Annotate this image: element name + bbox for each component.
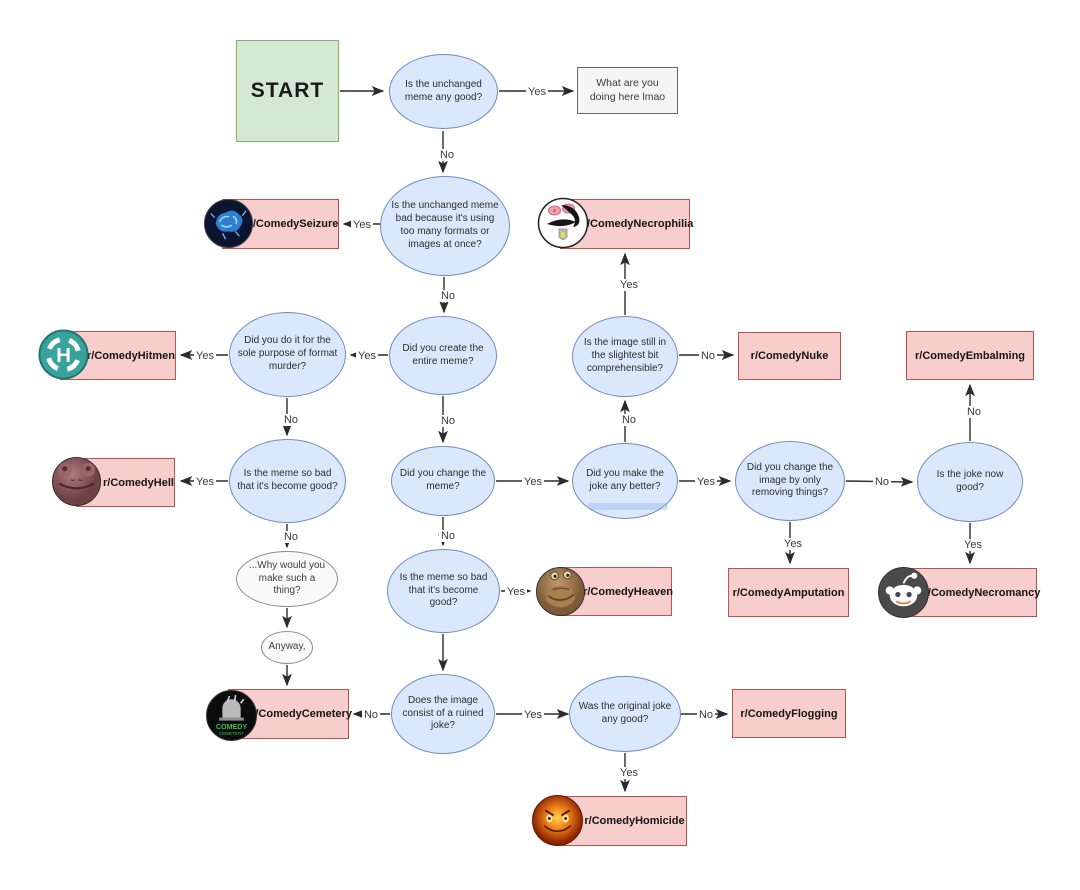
edge-label-no: No — [281, 531, 301, 543]
start-node: START — [236, 40, 339, 142]
decision-label: Is the unchanged meme bad because it's u… — [391, 200, 499, 250]
edge-label-no: No — [872, 476, 892, 488]
jar-jar-face-icon — [535, 566, 586, 617]
note-anyway: Anyway, — [261, 631, 313, 664]
svg-text:COMEDY: COMEDY — [216, 723, 248, 731]
decision-joke-now-good: Is the joke now good? — [917, 442, 1023, 522]
reddit-snoo-icon — [878, 567, 929, 618]
subreddit-label: r/ComedyNecromancy — [923, 586, 1041, 599]
edge-label-no: No — [438, 415, 458, 427]
decision-meme-so-bad-good-2: Is the meme so bad that it's become good… — [387, 549, 500, 633]
edge-label-yes: Yes — [505, 586, 527, 598]
edge-label-yes: Yes — [356, 350, 378, 362]
edge-label-yes: Yes — [695, 476, 717, 488]
decision-removing-things: Did you change the image by only removin… — [735, 441, 845, 521]
edge-label-yes: Yes — [351, 219, 373, 231]
edge-label-yes: Yes — [194, 350, 216, 362]
subreddit-label: r/ComedySeizure — [248, 218, 339, 230]
hitman-logo-icon: H — [38, 329, 89, 380]
edge-label-no: No — [281, 414, 301, 426]
decision-label: Did you do it for the sole purpose of fo… — [237, 335, 338, 372]
edge-label-no: No — [698, 350, 718, 362]
decision-label: Is the unchanged meme any good? — [404, 78, 483, 103]
subreddit-label: r/ComedyCemetery — [251, 708, 352, 720]
decision-label: Was the original joke any good? — [578, 701, 672, 725]
decision-format-murder-purpose: Did you do it for the sole purpose of fo… — [229, 312, 346, 397]
decision-label: Did you create the entire meme? — [402, 342, 484, 367]
edge-label-no: No — [964, 406, 984, 418]
edge-label-yes: Yes — [522, 476, 544, 488]
note-label: ...Why would you make such a thing? — [248, 559, 326, 597]
decision-change-meme: Did you change the meme? — [391, 446, 495, 516]
end-what-are-you-doing-here: What are you doing here lmao — [577, 67, 678, 114]
start-label: START — [250, 79, 325, 102]
subreddit-label: r/ComedyNuke — [750, 350, 829, 362]
svg-text:CEMETERY: CEMETERY — [219, 731, 244, 736]
edge-label-no: No — [438, 290, 458, 302]
svg-text:H: H — [56, 344, 71, 367]
edge-label-yes: Yes — [962, 539, 984, 551]
subreddit-label: r/ComedyNecrophilia — [582, 218, 694, 230]
decision-ruined-joke: Does the image consist of a ruined joke? — [391, 674, 495, 754]
decision-label: Is the image still in the slightest bit … — [583, 337, 667, 374]
illegible-watermark — [588, 503, 668, 510]
edge-label-yes: Yes — [618, 767, 640, 779]
decision-image-comprehensible: Is the image still in the slightest bit … — [572, 316, 678, 397]
decision-label: Did you make the joke any better? — [586, 468, 664, 492]
edge-label-yes: Yes — [194, 476, 216, 488]
edge-label-no: No — [437, 149, 457, 161]
frog-face-icon — [51, 456, 102, 507]
decision-label: Did you change the image by only removin… — [746, 461, 834, 499]
brain-icon — [203, 198, 254, 249]
decision-original-joke-good: Was the original joke any good? — [569, 676, 681, 752]
decision-unchanged-meme-any-good: Is the unchanged meme any good? — [389, 54, 498, 129]
decision-too-many-formats: Is the unchanged meme bad because it's u… — [380, 176, 510, 276]
note-why-make-such-a-thing: ...Why would you make such a thing? — [236, 551, 338, 607]
edge-label-yes: Yes — [782, 538, 804, 550]
edge-label-no: No — [619, 414, 639, 426]
decision-label: Does the image consist of a ruined joke? — [402, 694, 484, 732]
decision-label: Did you change the meme? — [399, 468, 487, 492]
subreddit-label: r/ComedyHell — [103, 476, 174, 489]
tombstone-icon: COMEDY CEMETERY — [206, 690, 257, 741]
edge-label-no: No — [696, 709, 716, 721]
subreddit-label: r/ComedyHitmen — [86, 349, 176, 362]
subreddit-comedy-nuke: r/ComedyNuke — [738, 332, 841, 380]
edge-label-no: No — [438, 530, 458, 542]
edge-label-yes: Yes — [526, 86, 548, 98]
edge-label-no: No — [361, 709, 381, 721]
decision-joke-any-better: Did you make the joke any better? — [572, 443, 678, 519]
subreddit-label: r/ComedyAmputation — [732, 586, 845, 599]
decision-label: Is the joke now good? — [936, 469, 1004, 493]
subreddit-comedy-embalming: r/ComedyEmbalming — [906, 331, 1034, 380]
subreddit-label: r/ComedyEmbalming — [914, 349, 1026, 362]
edge-label-yes: Yes — [618, 279, 640, 291]
subreddit-label: r/ComedyFlogging — [740, 707, 838, 720]
decision-label: Is the meme so bad that it's become good… — [399, 571, 488, 609]
edge-label-yes: Yes — [522, 709, 544, 721]
subreddit-label: r/ComedyHeaven — [583, 585, 673, 598]
subreddit-comedy-amputation: r/ComedyAmputation — [728, 568, 849, 617]
decision-create-entire-meme: Did you create the entire meme? — [389, 316, 497, 395]
cartoon-face-icon — [537, 197, 589, 249]
fire-face-icon — [532, 795, 583, 846]
note-label: Anyway, — [268, 641, 306, 653]
decision-label: Is the meme so bad that it's become good… — [237, 468, 338, 492]
subreddit-label: r/ComedyHomicide — [584, 815, 685, 827]
subreddit-comedy-flogging: r/ComedyFlogging — [732, 689, 846, 738]
decision-meme-so-bad-good-1: Is the meme so bad that it's become good… — [229, 439, 346, 523]
end-label: What are you doing here lmao — [589, 76, 666, 103]
